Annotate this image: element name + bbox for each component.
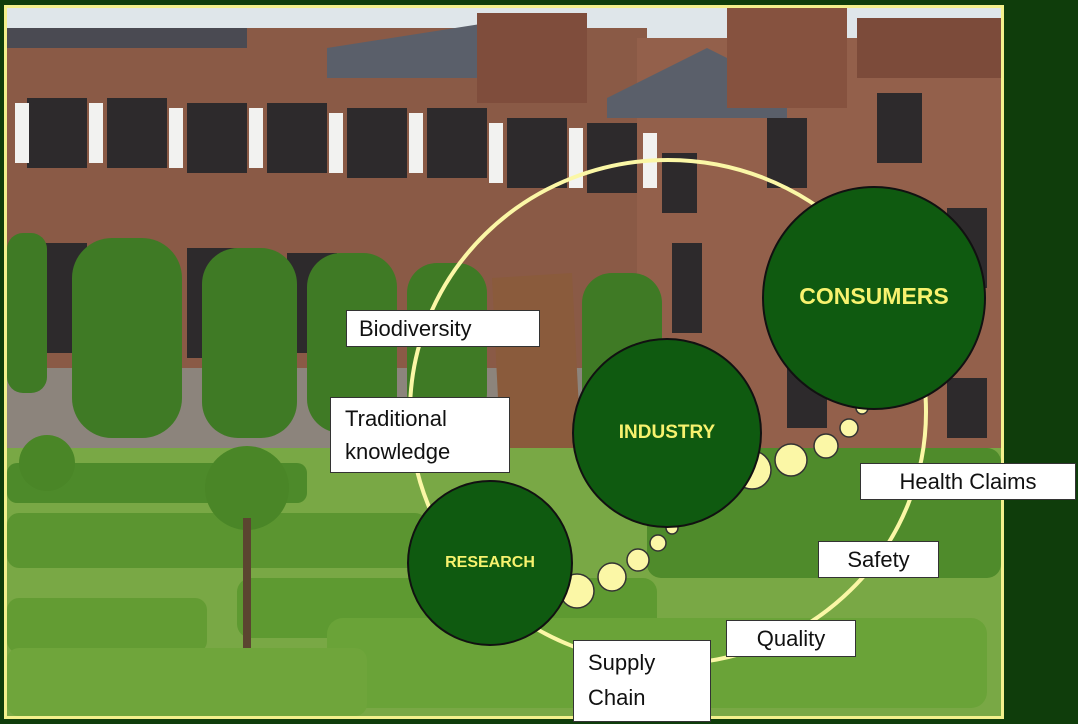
safety-label: Safety: [818, 541, 939, 578]
health-claims-label: Health Claims: [860, 463, 1076, 500]
supply-line2: Chain: [588, 685, 646, 710]
traditional-line2: knowledge: [345, 439, 451, 464]
supply-chain-label: Supply Chain: [573, 640, 711, 722]
traditional-knowledge-label: Traditional knowledge: [330, 397, 510, 473]
quality-label: Quality: [726, 620, 856, 657]
biodiversity-label: Biodiversity: [346, 310, 540, 347]
traditional-line1: Traditional: [345, 406, 447, 431]
supply-line1: Supply: [588, 650, 656, 675]
courtyard-photo: [4, 5, 1004, 719]
